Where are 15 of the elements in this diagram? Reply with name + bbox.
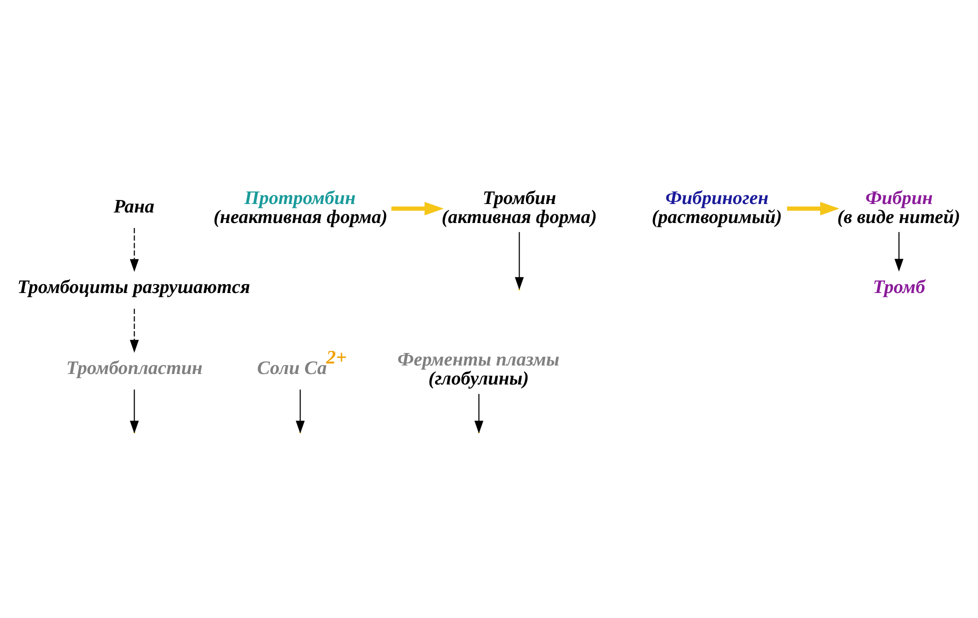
arrow bbox=[514, 232, 524, 290]
node-text: Тромбоциты разрушаются bbox=[17, 277, 250, 298]
node-text: Тромбин (активная форма) bbox=[442, 188, 597, 228]
node-text: Фибриноген (растворимый) bbox=[652, 188, 782, 228]
node-text: Рана bbox=[114, 196, 154, 218]
node-text: Тромбопластин bbox=[66, 358, 202, 379]
node-text: Фибрин (в виде нитей) bbox=[837, 188, 960, 228]
node-text: Ферменты плазмы (глобулины) bbox=[398, 349, 560, 390]
arrow bbox=[130, 228, 139, 272]
arrow bbox=[787, 202, 840, 216]
node-text: Тромб bbox=[872, 277, 926, 298]
arrow bbox=[130, 308, 139, 353]
arrow bbox=[894, 232, 904, 272]
arrow bbox=[391, 202, 444, 216]
node-text: Протромбин (неактивная форма) bbox=[214, 188, 388, 228]
